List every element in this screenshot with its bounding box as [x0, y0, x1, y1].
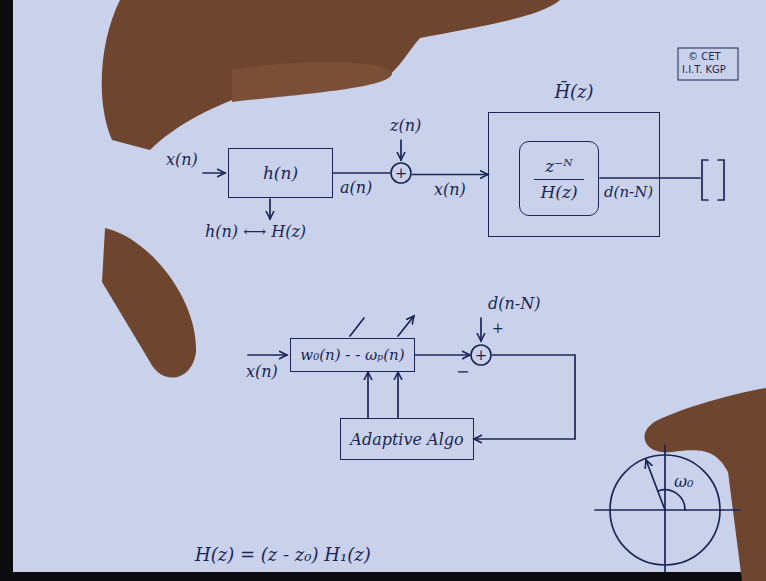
- signal-name: x(n): [166, 150, 198, 169]
- real-axis: [595, 509, 740, 511]
- angle-symbol: ω₀: [674, 472, 693, 491]
- hand: [102, 0, 560, 150]
- equation: H(z) = (z - z₀) H₁(z): [195, 544, 371, 565]
- desired-arrow: [480, 318, 482, 341]
- bracket-symbol: [702, 160, 724, 200]
- signal-name: d(n-N): [604, 183, 653, 201]
- node-text: H̄(z): [554, 81, 593, 102]
- algorithm-box: Adaptive Algo: [340, 418, 474, 460]
- watermark: © CET: [688, 51, 721, 62]
- signal-connector: [397, 372, 399, 418]
- plus-sign: +: [475, 348, 488, 363]
- summing-junction: +: [390, 162, 412, 184]
- signal-connector: [415, 354, 470, 356]
- inverse-filter-frame: H̄(z)z⁻ᴺH(z): [488, 112, 660, 237]
- angle-arc: [658, 490, 685, 510]
- weights-box: w₀(n) - - ωₚ(n): [290, 338, 415, 372]
- signal-connector: [412, 174, 488, 176]
- signal-connector: [474, 355, 575, 439]
- dark-edge: [0, 572, 766, 581]
- summing-junction: +: [470, 344, 492, 366]
- output-wire: [600, 177, 700, 179]
- signal-name: d(n-N): [488, 294, 540, 313]
- adjust-arrow: [398, 316, 414, 336]
- plus-sign: +: [395, 166, 408, 181]
- sign-mark: +: [492, 320, 504, 336]
- watermark-box: [678, 48, 738, 80]
- sign-mark: −: [456, 362, 469, 381]
- signal-name: a(n): [340, 178, 372, 197]
- junction-circle: [391, 163, 411, 183]
- input-wire: [203, 172, 225, 174]
- signal-connector: [333, 172, 390, 174]
- node-text: w₀(n) - - ωₚ(n): [300, 346, 404, 364]
- signal-connector: [367, 372, 369, 418]
- hand: [644, 388, 766, 581]
- node-text: h(n): [263, 163, 298, 183]
- finger: [232, 62, 392, 102]
- input-wire: [248, 354, 287, 356]
- dark-edge: [0, 0, 13, 581]
- node-text: H(z): [534, 179, 583, 202]
- thumb: [102, 228, 196, 378]
- filter-box: h(n): [228, 148, 333, 198]
- node-text: z⁻ᴺ: [545, 156, 572, 176]
- signal-name: x(n): [246, 362, 278, 381]
- junction-circle: [471, 345, 491, 365]
- pole-vector: [646, 460, 665, 510]
- down-arrow: [269, 199, 271, 219]
- watermark: I.I.T. KGP: [682, 64, 726, 75]
- noise-arrow: [400, 140, 402, 160]
- node-text: Adaptive Algo: [350, 430, 463, 449]
- adjust-slash: [350, 318, 364, 336]
- delay-inverse-box: z⁻ᴺH(z): [519, 141, 599, 216]
- signal-name: x(n): [434, 180, 466, 199]
- transform-pair: h(n) ⟷ H(z): [205, 222, 306, 241]
- signal-name: z(n): [390, 116, 421, 135]
